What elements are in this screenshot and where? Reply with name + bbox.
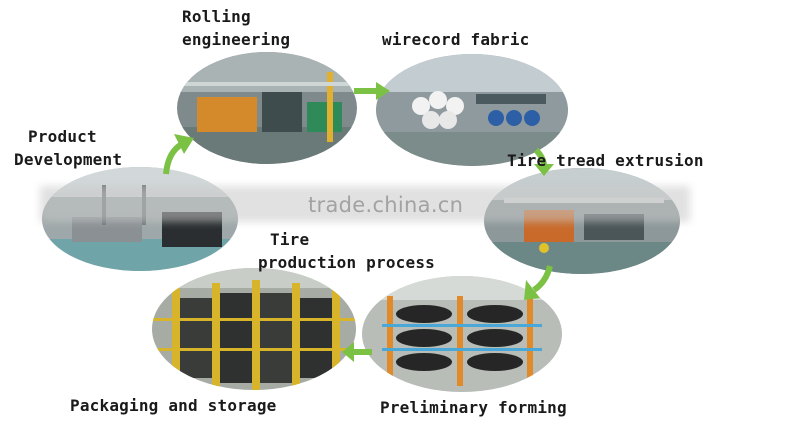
label-center-line1: Tire [270, 230, 310, 249]
label-packaging: Packaging and storage [70, 396, 277, 415]
label-wirecord: wirecord fabric [382, 30, 530, 49]
arrow-forming-to-packaging-icon [342, 342, 372, 362]
label-product-line1: Product [28, 127, 97, 146]
label-forming: Preliminary forming [380, 398, 567, 417]
packaging-storage-photo [152, 268, 356, 390]
label-tread: Tire tread extrusion [507, 151, 704, 170]
label-rolling-line1: Rolling [182, 7, 251, 26]
rolling-engineering-photo [177, 52, 357, 164]
label-product-line2: Development [14, 150, 123, 169]
arrow-development-to-rolling-icon [163, 134, 194, 175]
label-rolling-line2: engineering [182, 30, 291, 49]
label-center-line2: production process [258, 253, 435, 272]
arrow-rolling-to-wirecord-icon [354, 82, 390, 100]
arrow-tread-to-forming-icon [524, 265, 553, 300]
blur-band [40, 186, 690, 222]
arrow-wirecord-to-tread-icon [533, 148, 554, 176]
watermark: trade.china.cn [308, 193, 464, 217]
